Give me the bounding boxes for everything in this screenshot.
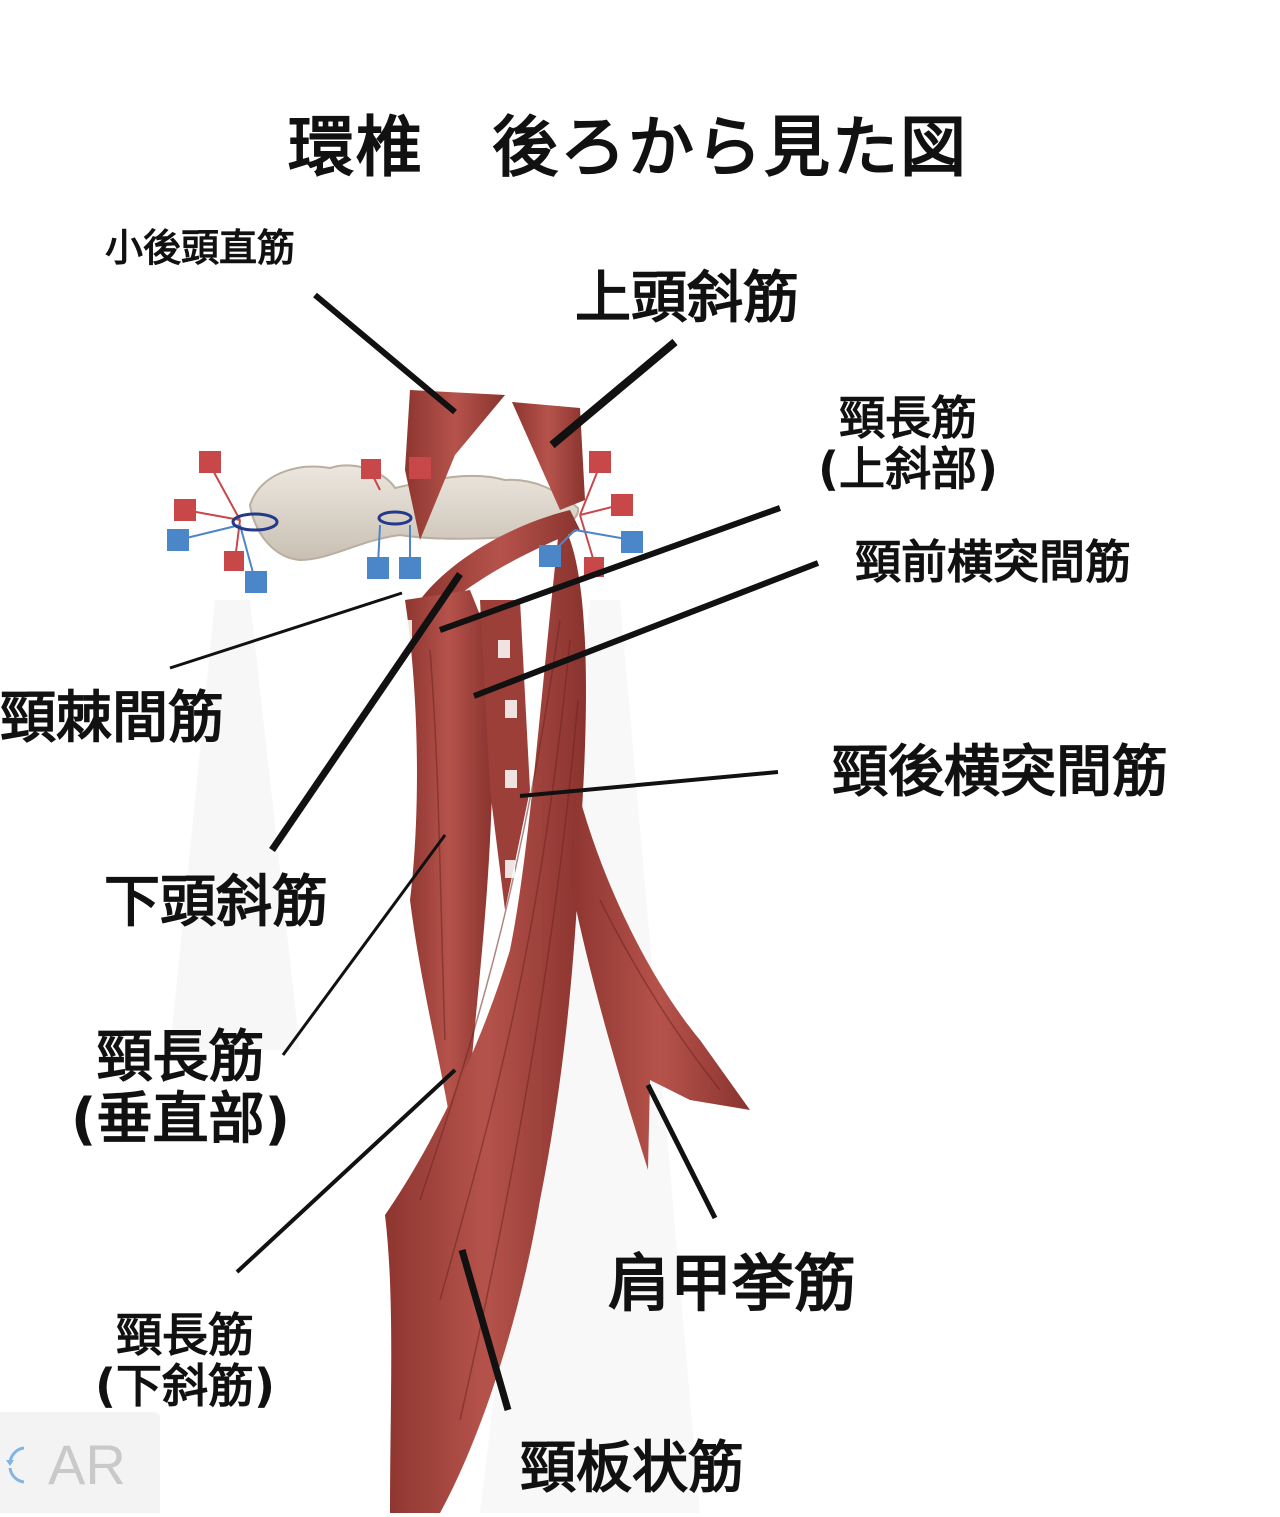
rectus-capitis-posterior-minor-muscle	[405, 390, 505, 540]
leader-line-obliquus-capitis-superior	[549, 338, 678, 449]
label-obliquus-capitis-superior: 上頭斜筋	[575, 266, 799, 331]
leader-line-longus-colli-upper	[438, 505, 782, 633]
label-levator-scapulae: 肩甲挙筋	[608, 1247, 857, 1320]
tendon-marks	[402, 620, 517, 878]
leader-line-interspinales	[169, 591, 403, 670]
background-shade	[170, 600, 300, 1050]
label-rectus-capitis-posterior-minor: 小後頭直筋	[105, 226, 296, 270]
leader-line-intertransversarii-posterior	[519, 770, 779, 798]
label-longus-colli-vertical: 頸長筋 (垂直部)	[58, 1027, 303, 1150]
label-splenius-cervicis: 頸板状筋	[520, 1436, 744, 1501]
label-line: 頸長筋	[96, 1025, 265, 1090]
leader-lines	[169, 292, 820, 1411]
ar-rotate-icon	[6, 1446, 25, 1484]
label-line: 頸長筋	[839, 391, 977, 445]
ar-button[interactable]: AR	[0, 1412, 160, 1513]
atlas-bone	[248, 464, 580, 562]
label-longus-colli-lower: 頸長筋 (下斜筋)	[80, 1310, 290, 1411]
leader-line-longus-colli-lower	[235, 1068, 457, 1274]
label-interspinales-cervicis: 頸棘間筋	[0, 686, 224, 751]
diagram-title: 環椎 後ろから見た図	[288, 109, 968, 186]
ar-label: AR	[48, 1433, 126, 1496]
leader-line-splenius-cervicis	[458, 1249, 512, 1411]
longus-colli-vertical-muscle	[405, 590, 493, 1120]
background-shade	[480, 600, 700, 1513]
leader-line-levator-scapulae	[645, 1083, 718, 1220]
leader-line-obliquus-capitis-inferior	[269, 572, 463, 852]
label-line: 頸長筋	[116, 1308, 254, 1362]
label-longus-colli-upper: 頸長筋 (上斜部)	[808, 393, 1008, 494]
label-line: (上斜部)	[817, 441, 999, 496]
label-intertransversarii-posterior: 頸後横突間筋	[832, 740, 1168, 805]
leader-line-intertransversarii-anterior	[472, 560, 820, 699]
leader-line-longus-colli-vertical	[281, 834, 447, 1056]
attachment-markers	[167, 451, 643, 593]
levator-scapulae-muscle	[570, 780, 750, 1170]
label-intertransversarii-anterior: 頸前横突間筋	[855, 535, 1131, 589]
label-obliquus-capitis-inferior: 下頭斜筋	[104, 870, 328, 935]
label-line: (下斜筋)	[94, 1358, 276, 1413]
leader-line-rectus-capitis-posterior-minor	[313, 292, 457, 415]
label-line: (垂直部)	[70, 1086, 291, 1152]
